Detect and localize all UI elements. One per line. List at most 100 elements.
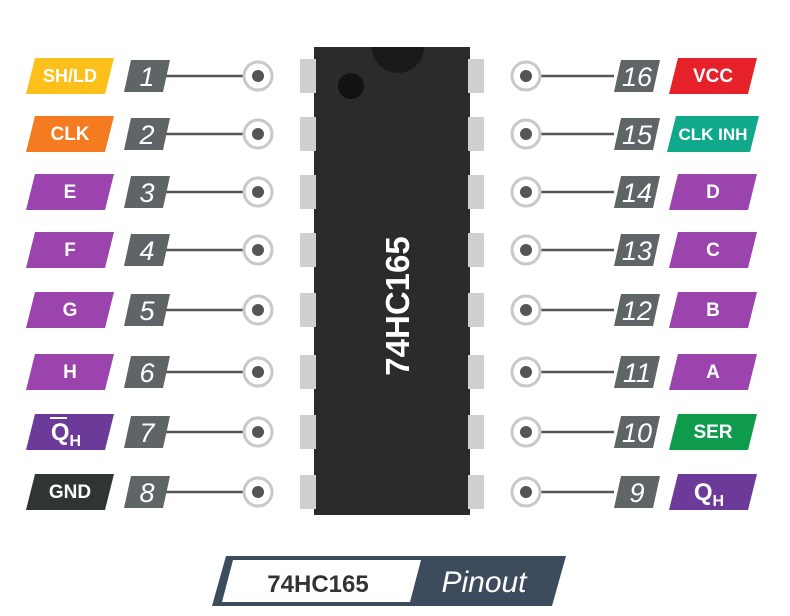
pin-label: F: [64, 240, 76, 261]
pin-number-box: [124, 356, 170, 388]
pin-label-box: [667, 116, 759, 152]
pin-terminal-dot: [252, 128, 264, 140]
pin-label: CLK: [50, 124, 89, 145]
pin-terminal-dot: [520, 426, 532, 438]
pin-label: G: [63, 300, 78, 321]
pin-label-box: [669, 414, 757, 450]
pin-terminal-dot: [252, 426, 264, 438]
ic-leg: [300, 175, 316, 209]
badge-part-label: 74HC165: [267, 571, 368, 598]
pin-label-box: [669, 292, 757, 328]
pin-number-box: [124, 176, 170, 208]
ic-body: [314, 47, 470, 515]
pin-number: 9: [629, 478, 644, 508]
pin-terminal-dot: [252, 304, 264, 316]
pin-number: 8: [139, 478, 154, 508]
ic-leg: [300, 415, 316, 449]
pin-number: 3: [139, 178, 154, 208]
pin-number: 11: [623, 358, 651, 388]
pin-label-box: [669, 474, 757, 510]
ic-leg: [468, 175, 484, 209]
pin-number: 13: [622, 236, 652, 266]
pin-label-box: [26, 232, 114, 268]
pin-number-box: [124, 416, 170, 448]
pin-label: B: [706, 300, 720, 321]
pin-label: H: [63, 362, 77, 383]
pin-terminal-dot: [520, 70, 532, 82]
pinout-badge: 74HC165 Pinout: [212, 556, 566, 606]
pin-number: 15: [622, 120, 653, 150]
ic-leg: [468, 233, 484, 267]
pin-number-box: [614, 476, 660, 508]
pin-row-1: 1SH/LD: [26, 58, 274, 94]
pin-number-box: [124, 476, 170, 508]
pin-number: 14: [622, 178, 652, 208]
pin-number-box: [124, 234, 170, 266]
ic-legs: [300, 59, 484, 509]
ic-package: 74HC165: [300, 47, 484, 515]
pin-number: 6: [139, 358, 155, 388]
pin-number-box: [614, 60, 660, 92]
pin-terminal-dot: [252, 366, 264, 378]
pin-terminal-dot: [252, 244, 264, 256]
pin-label: C: [706, 240, 720, 261]
ic-leg: [300, 117, 316, 151]
pin-number-box: [614, 294, 660, 326]
pin-number: 16: [622, 62, 653, 92]
pin-label-box: [26, 414, 114, 450]
pin-label-box: [26, 58, 114, 94]
ic-leg: [468, 117, 484, 151]
pin-terminal-dot: [520, 304, 532, 316]
pin-row-9: 9 QH: [510, 474, 757, 510]
ic-pin1-dot: [338, 73, 364, 99]
pin-number-box: [614, 118, 660, 150]
chip-name-label: 74HC165: [379, 236, 416, 375]
pin-number: 7: [139, 418, 155, 448]
ic-leg: [300, 355, 316, 389]
pin-number-box: [124, 118, 170, 150]
pin-terminal-dot: [520, 366, 532, 378]
pin-terminal-dot: [252, 186, 264, 198]
ic-leg: [300, 233, 316, 267]
pin-row-13: 13 C: [510, 232, 757, 268]
pin-label-box: [26, 116, 114, 152]
pin-label-box: [26, 174, 114, 210]
pin-row-16: 16 VCC: [510, 58, 757, 94]
pin-label-box: [26, 354, 114, 390]
pin-label-box: [669, 232, 757, 268]
pin-label: VCC: [693, 66, 733, 87]
pin-label: QH: [51, 419, 81, 450]
pin-row-6: 6H: [26, 354, 274, 390]
pin-label: A: [706, 362, 720, 383]
pin-terminal-dot: [252, 70, 264, 82]
ic-leg: [468, 415, 484, 449]
pin-terminal-dot: [520, 128, 532, 140]
pin-row-3: 3E: [26, 174, 274, 210]
pin-terminal-dot: [520, 186, 532, 198]
pin-number: 10: [622, 418, 652, 448]
ic-leg: [300, 59, 316, 93]
pin-number: 5: [139, 296, 155, 326]
pin-label-box: [26, 292, 114, 328]
pin-terminal-dot: [520, 244, 532, 256]
pin-terminal-dot: [520, 486, 532, 498]
pin-label-box: [26, 474, 114, 510]
pin-label: QH: [694, 479, 724, 510]
pin-row-8: 8 GND: [26, 474, 274, 510]
ic-leg: [300, 293, 316, 327]
pin-label: GND: [49, 482, 91, 503]
ic-leg: [468, 475, 484, 509]
pin-number-box: [124, 60, 170, 92]
ic-leg: [300, 475, 316, 509]
ic-leg: [468, 293, 484, 327]
pin-label: SH/LD: [43, 66, 97, 86]
pin-label-box: [669, 58, 757, 94]
